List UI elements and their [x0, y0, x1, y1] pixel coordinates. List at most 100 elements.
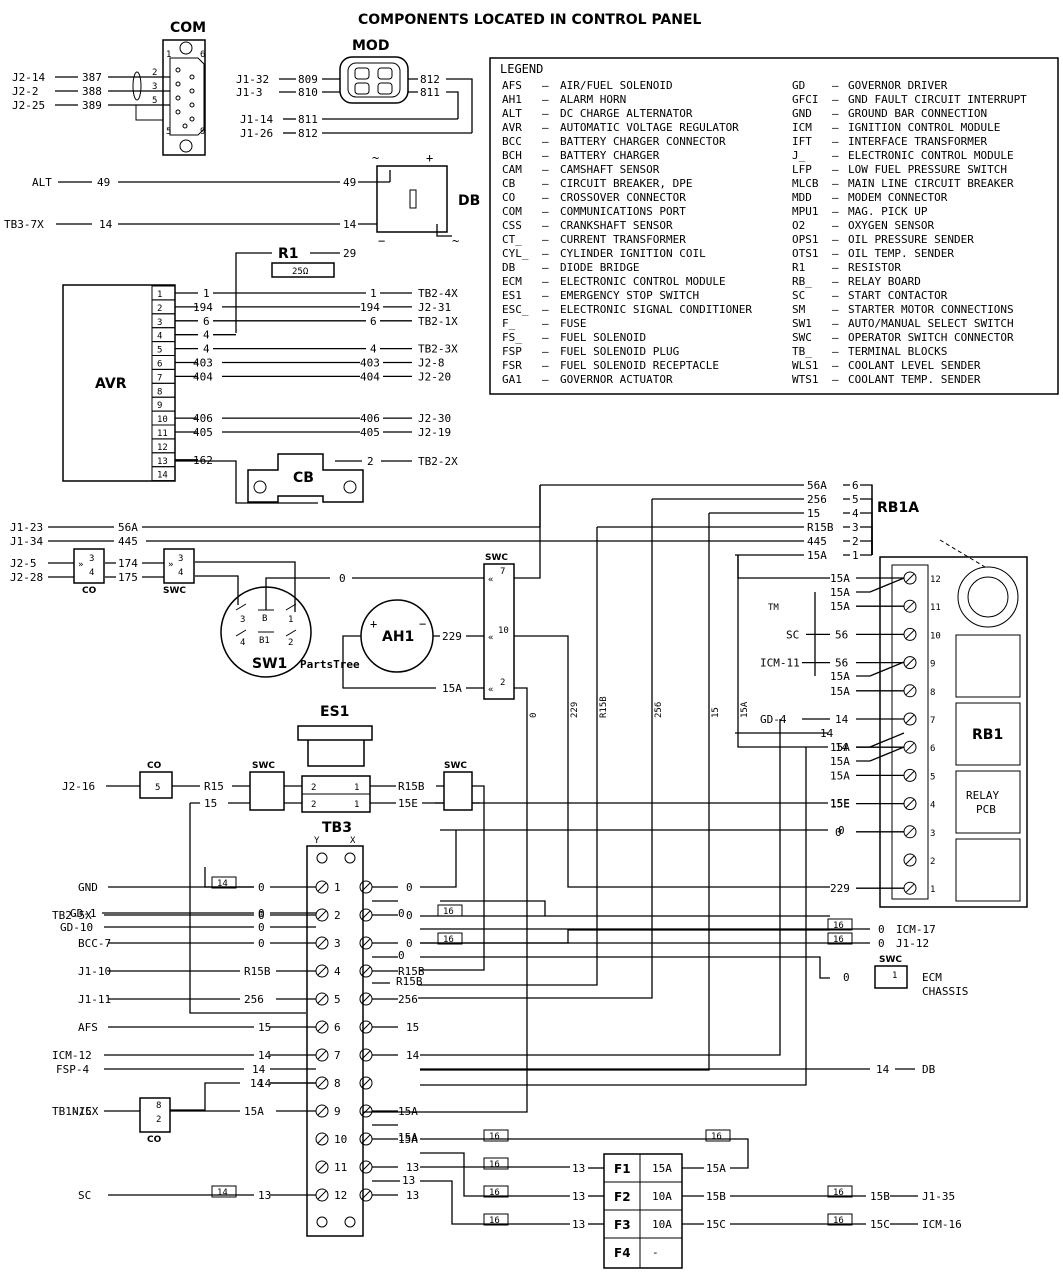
- tb3-row-num: 7: [334, 1049, 341, 1062]
- tb3-screw-y-slot: [317, 1050, 327, 1060]
- tb3-jumper: [204, 867, 254, 888]
- legend-abbr: LFP: [792, 163, 812, 176]
- watermark: PartsTree: [300, 658, 360, 671]
- sw1-pin-2: 2: [288, 638, 293, 648]
- legend-abbr: MLCB: [792, 177, 819, 190]
- legend-desc: GOVERNOR DRIVER: [848, 79, 948, 92]
- gauge-tag: [483, 1185, 509, 1198]
- avr-terminal-num: 8: [157, 387, 162, 397]
- legend-abbr: CB: [502, 177, 516, 190]
- gauge-tag: [705, 1129, 731, 1142]
- legend-dash: –: [832, 177, 839, 190]
- rb-header-wire: 256: [807, 493, 827, 506]
- tb3-screw-y-slot: [317, 910, 327, 920]
- legend-abbr: ES1: [502, 289, 522, 302]
- legend-desc: ELECTRONIC CONTROL MODULE: [560, 275, 726, 288]
- left-input-0: J1-23: [10, 521, 43, 534]
- rb-terminal-num: 7: [930, 716, 935, 726]
- avr-wire-left: 405: [193, 426, 213, 439]
- relay-pcb-label-2: PCB: [976, 803, 996, 816]
- circuit-breaker: CB 2 TB2-2X: [175, 453, 458, 504]
- rb-terminal-screw-slot: [905, 630, 915, 639]
- legend-dash: –: [542, 303, 549, 316]
- avr-wire-right: 4: [370, 343, 377, 356]
- tb3-extra-from: GD-10: [60, 921, 93, 934]
- mod-out-0: 812: [420, 73, 440, 86]
- rb-header-pin: 6: [852, 479, 859, 492]
- swc-pin: 4: [178, 568, 183, 578]
- rb-terminal-screw-slot: [905, 686, 915, 696]
- legend-abbr: GA1: [502, 373, 522, 386]
- rb-extra-wire: 15A: [830, 670, 850, 683]
- legend-abbr: J_: [792, 149, 806, 162]
- page-title: COMPONENTS LOCATED IN CONTROL PANEL: [358, 12, 702, 28]
- vert-wire: [418, 499, 653, 999]
- legend-desc: INTERFACE TRANSFORMER: [848, 135, 987, 148]
- tb3-row-num: 6: [334, 1021, 341, 1034]
- out-wire: 0: [878, 923, 885, 936]
- rb-header-wire: 445: [807, 535, 827, 548]
- vertical-wire-label: 15: [711, 707, 721, 718]
- rb-header-pin: 5: [852, 493, 859, 506]
- rb-terminal-screw-slot: [905, 827, 915, 837]
- tb3-extra-right: 0: [398, 907, 405, 920]
- legend-dash: –: [542, 135, 549, 148]
- left-input-num-3: 175: [118, 571, 138, 584]
- tb3-from: AFS: [78, 1021, 98, 1034]
- relay-pcb-label-1: RELAY: [966, 789, 999, 802]
- rb-terminal-screw-slot: [905, 601, 915, 611]
- tb3-left-wire: 13: [258, 1189, 271, 1202]
- es1-contact-r: 1: [354, 783, 359, 793]
- mod-label: MOD: [352, 38, 389, 54]
- sw1-pin-b1: B1: [259, 636, 270, 646]
- legend-abbr: SW1: [792, 317, 812, 330]
- tb3-screw-x-slot: [361, 1190, 371, 1200]
- legend-dash: –: [832, 247, 839, 260]
- legend-abbr: AVR: [502, 121, 522, 134]
- legend-desc: CURRENT TRANSFORMER: [560, 233, 686, 246]
- avr-wire-left: 4: [203, 329, 210, 342]
- db-minus-symbol: −: [378, 234, 385, 248]
- svg-text:+: +: [370, 617, 377, 631]
- rb-header-pin: 1: [852, 549, 859, 562]
- fuse-rating: 10A: [652, 1190, 672, 1203]
- fuse-out: 15C: [706, 1218, 726, 1231]
- tb3-col-x: X: [350, 836, 356, 846]
- db-from-0: ALT: [32, 176, 52, 189]
- legend-desc: FUEL SOLENOID PLUG: [560, 345, 679, 358]
- vert-wire: [514, 485, 541, 579]
- com-wire-num-2: 389: [82, 99, 102, 112]
- legend-abbr: CYL_: [502, 247, 529, 260]
- rb-jumper: [420, 829, 828, 888]
- emergency-stop: ES1: [297, 704, 373, 813]
- cb-label: CB: [293, 470, 314, 486]
- gauge-tag-label: 14: [217, 1188, 228, 1198]
- tb3-from: SC: [78, 1189, 91, 1202]
- mod-from-0: J1-32: [236, 73, 269, 86]
- swc-connector-es1: [249, 771, 285, 811]
- legend-desc: ELECTRONIC CONTROL MODULE: [848, 149, 1014, 162]
- legend-dash: –: [542, 317, 549, 330]
- co-pin: 2: [156, 1115, 161, 1125]
- es1-wire-left: R15: [204, 780, 224, 793]
- legend-abbr: SM: [792, 303, 806, 316]
- db-label: DB: [458, 193, 480, 209]
- legend-desc: ALARM HORN: [560, 93, 626, 106]
- rb-terminal-from: SC: [786, 628, 799, 641]
- tb3-screw-x-slot: [361, 1162, 371, 1172]
- avr-wire-right: 406: [360, 412, 380, 425]
- legend-dash: –: [542, 79, 549, 92]
- tb3-from: J1-11: [78, 993, 111, 1006]
- legend-abbr: CO: [502, 191, 515, 204]
- ah1-wire-15a: 15A: [442, 682, 462, 695]
- rb-extra-wire: 15A: [830, 755, 850, 768]
- db-wire-right-1: 14: [343, 218, 357, 231]
- avr-terminal-num: 2: [157, 304, 162, 314]
- tb3-right-wire: 13: [406, 1161, 419, 1174]
- rb-terminal-wire: 56: [835, 628, 848, 641]
- relay-board: RB1A RB1 RELAY PCB 1215A1115A1056SC956IC…: [420, 500, 1028, 1086]
- vert-wire: [514, 635, 830, 888]
- vert-wire: [737, 555, 830, 579]
